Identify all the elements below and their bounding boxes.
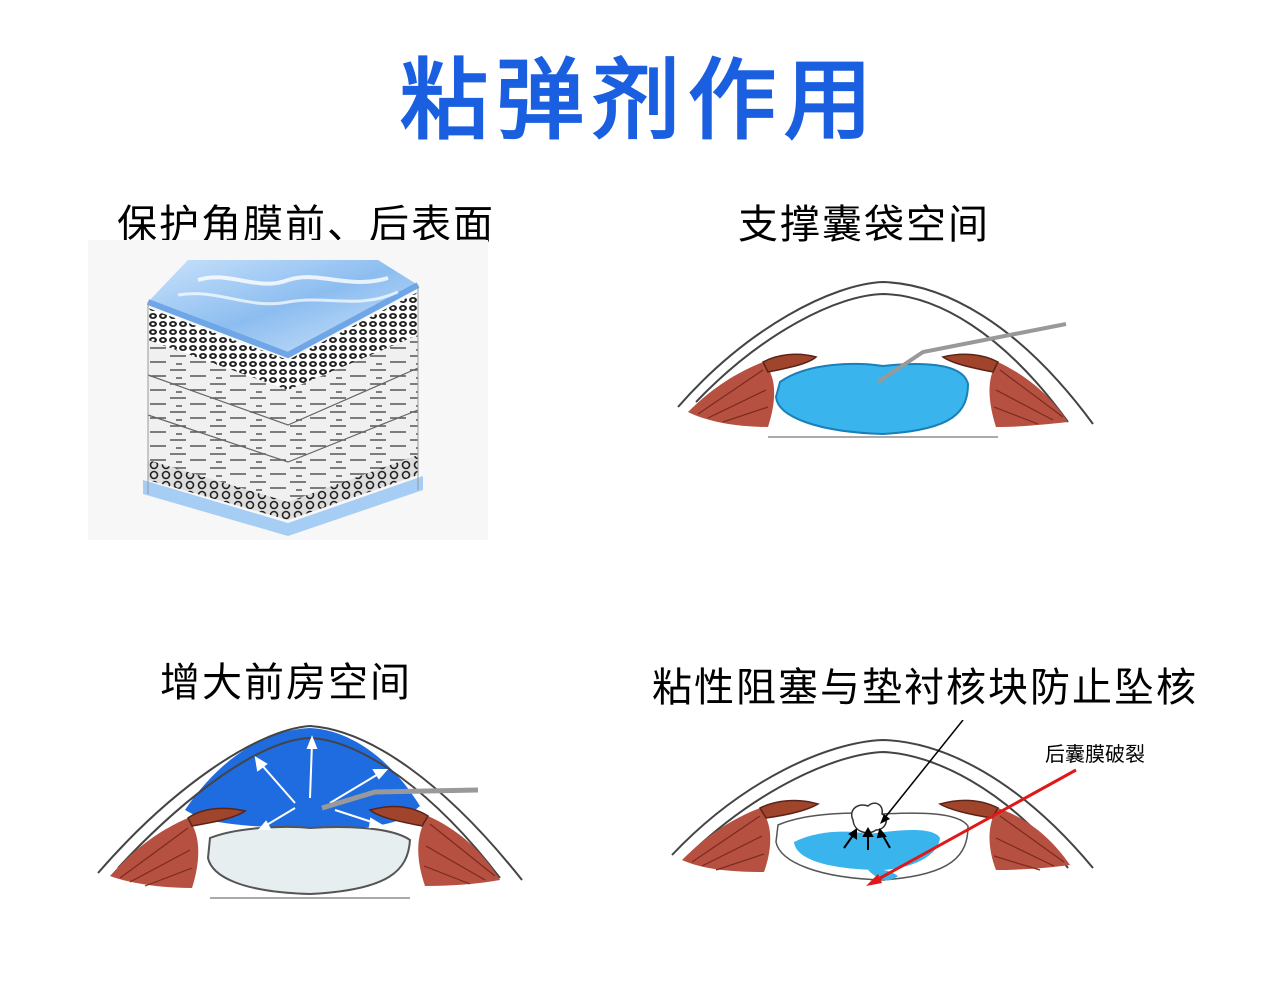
eye-diagram-capsule-rupture — [671, 720, 1094, 886]
eye-diagram-anterior-chamber — [97, 724, 523, 899]
panel-4-caption: 粘性阻塞与垫衬核块防止坠核 — [652, 665, 1198, 711]
capsule-rupture-label: 后囊膜破裂 — [1045, 742, 1145, 766]
cornea-tissue-block — [88, 240, 488, 540]
page-title: 粘弹剂作用 — [399, 49, 880, 152]
eye-diagram-capsular-bag — [677, 280, 1094, 438]
panel-2-caption: 支撑囊袋空间 — [738, 202, 990, 248]
panel-3-caption: 增大前房空间 — [160, 660, 412, 706]
